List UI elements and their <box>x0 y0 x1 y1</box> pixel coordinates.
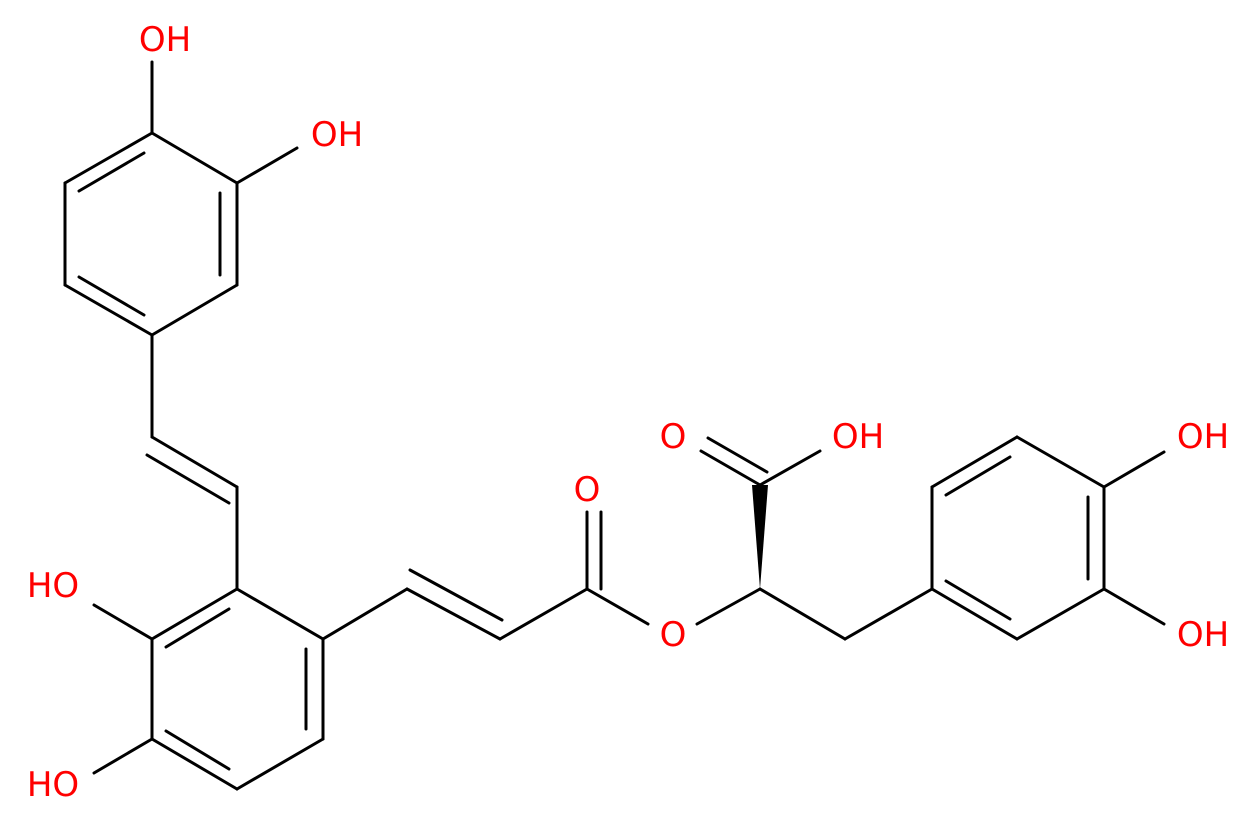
bond <box>63 283 154 337</box>
atom-labels: OH OH HO HO O O O OH OH OH <box>27 20 1229 805</box>
bond <box>164 729 231 771</box>
bond <box>150 435 239 489</box>
bond <box>150 737 239 791</box>
bond <box>1102 450 1166 489</box>
bond <box>235 146 299 185</box>
bond <box>405 587 502 641</box>
bond <box>235 737 325 791</box>
bond <box>145 453 231 505</box>
oh-top-2-label: OH <box>311 115 363 155</box>
bond <box>1015 435 1106 489</box>
oh-right-lower-label: OH <box>1177 615 1229 655</box>
bond <box>164 607 231 649</box>
bond <box>758 449 822 487</box>
bond <box>92 603 154 641</box>
bonds <box>63 60 1166 791</box>
bond <box>695 587 762 626</box>
bond <box>944 579 1012 621</box>
bond <box>321 587 409 641</box>
bond <box>944 455 1012 497</box>
bond <box>150 131 239 185</box>
bond <box>408 568 504 622</box>
wedge-bond <box>752 485 768 589</box>
bond <box>699 449 762 487</box>
bond <box>77 151 146 193</box>
oh-top-1-label: OH <box>139 20 191 60</box>
bond <box>585 587 650 626</box>
bond <box>1102 587 1166 626</box>
bond <box>92 737 154 775</box>
ho-left-lower-label: HO <box>27 765 79 805</box>
o-acid-carbonyl-label: O <box>660 417 687 457</box>
o-ester-carbonyl-label: O <box>574 470 601 510</box>
o-ester-link-label: O <box>660 615 687 655</box>
bond <box>930 435 1019 489</box>
bond <box>1015 587 1106 641</box>
bond <box>930 587 1019 641</box>
bond <box>706 436 769 474</box>
bond <box>235 587 325 641</box>
bond <box>758 587 847 641</box>
bond <box>498 587 589 641</box>
bond <box>843 587 934 641</box>
bond <box>77 275 146 317</box>
bond <box>63 131 154 185</box>
oh-acid-label: OH <box>832 417 884 457</box>
bond <box>150 587 239 641</box>
ho-left-upper-label: HO <box>27 566 79 606</box>
oh-right-upper-label: OH <box>1177 417 1229 457</box>
bond <box>150 283 239 337</box>
